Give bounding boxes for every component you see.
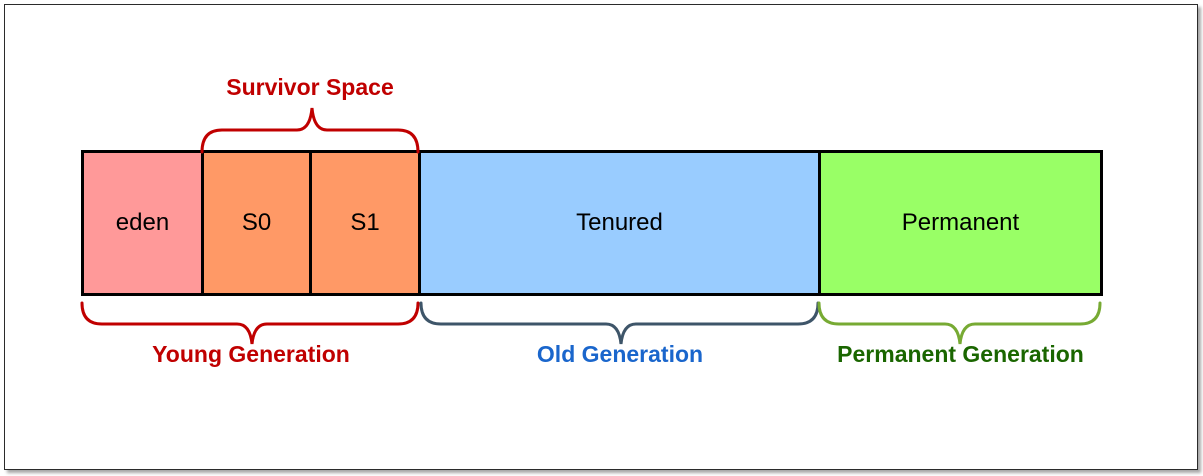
young-brace xyxy=(80,301,420,345)
old-generation-label: Old Generation xyxy=(536,341,704,367)
eden-segment: eden xyxy=(81,150,204,296)
old-brace xyxy=(419,301,820,345)
tenured-label: Tenured xyxy=(576,209,663,236)
s1-segment: S1 xyxy=(309,150,421,296)
tenured-segment: Tenured xyxy=(418,150,821,296)
young-generation-label: Young Generation xyxy=(152,341,350,367)
eden-label: eden xyxy=(115,209,170,236)
survivor-space-label: Survivor Space xyxy=(226,74,394,100)
s0-label: S0 xyxy=(241,209,272,236)
permanent-segment: Permanent xyxy=(818,150,1103,296)
permanent-brace xyxy=(817,301,1102,345)
s1-label: S1 xyxy=(350,209,380,236)
survivor-brace xyxy=(200,107,420,154)
permanent-label: Permanent xyxy=(901,209,1020,236)
permanent-generation-label: Permanent Generation xyxy=(837,341,1084,367)
s0-segment: S0 xyxy=(201,150,312,296)
